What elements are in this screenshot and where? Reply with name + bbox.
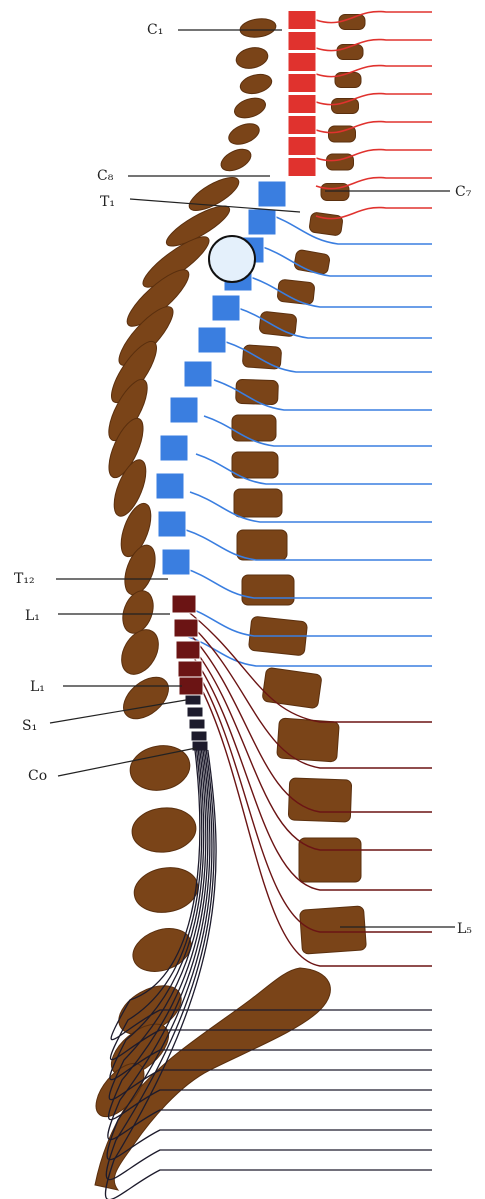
thoracic-nerve-root-11 (184, 568, 432, 598)
spinous-process-21 (127, 741, 194, 795)
spinous-process-5 (226, 120, 262, 149)
vertebral-body-23 (299, 838, 361, 882)
thoracic-cord-segment-18 (156, 473, 184, 499)
label-c1: C₁ (147, 22, 163, 38)
vertebral-body-24 (300, 906, 367, 954)
thoracic-cord-segment-15 (184, 361, 212, 387)
label-l1b: L₁ (30, 679, 45, 695)
thoracic-nerve-root-3 (250, 277, 432, 307)
thoracic-cord-segment-17 (160, 435, 188, 461)
label-co: Co (28, 768, 47, 784)
spinous-process-3 (238, 71, 273, 96)
lumbar-cord-segment-23 (176, 641, 200, 659)
spinous-process-20 (116, 669, 176, 727)
label-l1a: L₁ (25, 608, 40, 624)
thoracic-cord-segment-20 (162, 549, 190, 575)
thoracic-nerve-root-8 (196, 454, 432, 484)
label-t12: T₁₂ (14, 571, 35, 587)
sacral-cord-segment-29 (191, 731, 207, 741)
thoracic-nerve-root-12 (184, 606, 432, 636)
vertebral-body-16 (234, 489, 282, 517)
vertebral-body-12 (242, 345, 281, 370)
vertebral-body-4 (332, 99, 359, 114)
cervical-cord-segment-3 (288, 53, 316, 72)
vertebral-body-20 (262, 667, 322, 708)
vertebral-body-18 (242, 575, 294, 605)
label-c7: C₇ (455, 184, 472, 200)
cervical-cord-segment-6 (288, 116, 316, 135)
thoracic-nerve-root-9 (190, 492, 432, 522)
spinous-process-6 (218, 145, 255, 175)
thoracic-nerve-root-1 (268, 214, 432, 244)
label-c8: C₈ (97, 168, 114, 184)
vertebral-body-11 (259, 311, 297, 337)
spinous-process-19 (114, 623, 166, 681)
vertebral-body-22 (288, 778, 351, 822)
thoracic-nerve-root-13 (186, 636, 432, 666)
cervical-nerve-root-2 (316, 40, 432, 51)
lumbar-cord-segment-25 (179, 677, 203, 695)
leader-s1 (50, 700, 186, 723)
thoracic-cord-segment-19 (158, 511, 186, 537)
thoracic-nerve-root-2 (260, 246, 432, 276)
sacral-cord-segment-27 (187, 707, 203, 717)
thoracic-cord-segment-14 (198, 327, 226, 353)
thoracic-cord-segment-13 (212, 295, 240, 321)
lumbar-cord-segment-22 (174, 619, 198, 637)
cervical-cord-segment-2 (288, 32, 316, 51)
cervical-cord-segment-4 (288, 74, 316, 93)
vertebral-body-15 (232, 452, 278, 478)
circle-marker-icon (209, 236, 255, 282)
cervical-cord-segment-5 (288, 95, 316, 114)
thoracic-nerve-root-10 (186, 530, 432, 560)
spinous-process-22 (130, 805, 198, 855)
cervical-nerve-root-3 (316, 66, 432, 77)
vertebral-body-8 (309, 212, 343, 236)
cervical-cord-segment-1 (288, 11, 316, 30)
spinous-process-2 (234, 45, 269, 71)
vertebral-body-21 (277, 718, 340, 762)
spinous-process-23 (131, 863, 202, 917)
thoracic-cord-segment-9 (258, 181, 286, 207)
spinous-process-1 (239, 17, 277, 40)
vertebral-body-14 (232, 415, 276, 441)
sacral-cord-segment-28 (189, 719, 205, 729)
sacral-cord-segment-30 (192, 741, 208, 751)
cervical-cord-segment-7 (288, 137, 316, 156)
thoracic-cord-segment-16 (170, 397, 198, 423)
thoracic-cord-segment-10 (248, 209, 276, 235)
spinous-process-4 (232, 94, 268, 121)
lumbar-cord-segment-24 (178, 661, 202, 679)
cervical-nerve-root-1 (316, 12, 432, 23)
vertebral-body-3 (335, 73, 361, 88)
cervical-cord-segment-8 (288, 158, 316, 177)
vertebral-body-1 (339, 15, 365, 30)
label-l5: L₅ (457, 921, 472, 937)
vertebral-body-17 (237, 530, 287, 560)
lumbar-cord-segment-21 (172, 595, 196, 613)
label-s1: S₁ (22, 718, 37, 734)
spinous-process-18 (117, 587, 158, 638)
label-t1: T₁ (100, 194, 115, 210)
sacral-cord-segment-26 (185, 695, 201, 705)
